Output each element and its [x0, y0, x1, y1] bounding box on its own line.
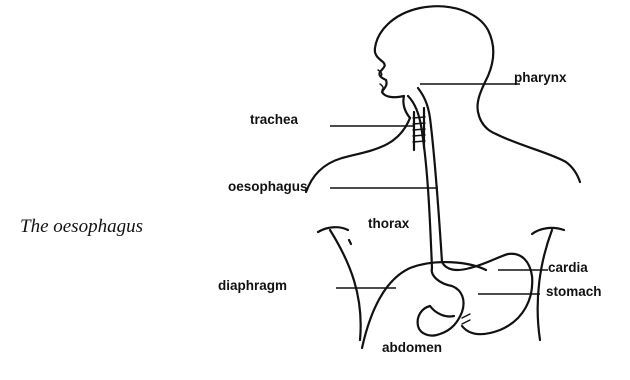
- label-oesophagus: oesophagus: [228, 179, 308, 194]
- label-trachea: trachea: [250, 112, 299, 127]
- label-pharynx: pharynx: [514, 70, 567, 85]
- label-stomach: stomach: [546, 284, 602, 299]
- label-abdomen: abdomen: [382, 340, 442, 355]
- head-outline: [375, 6, 496, 134]
- label-thorax: thorax: [368, 216, 410, 231]
- label-diaphragm: diaphragm: [218, 278, 287, 293]
- diaphragm-outline: [362, 262, 486, 348]
- diagram-caption: The oesophagus: [20, 216, 143, 237]
- label-cardia: cardia: [548, 260, 588, 275]
- shoulders-outline: [306, 118, 580, 192]
